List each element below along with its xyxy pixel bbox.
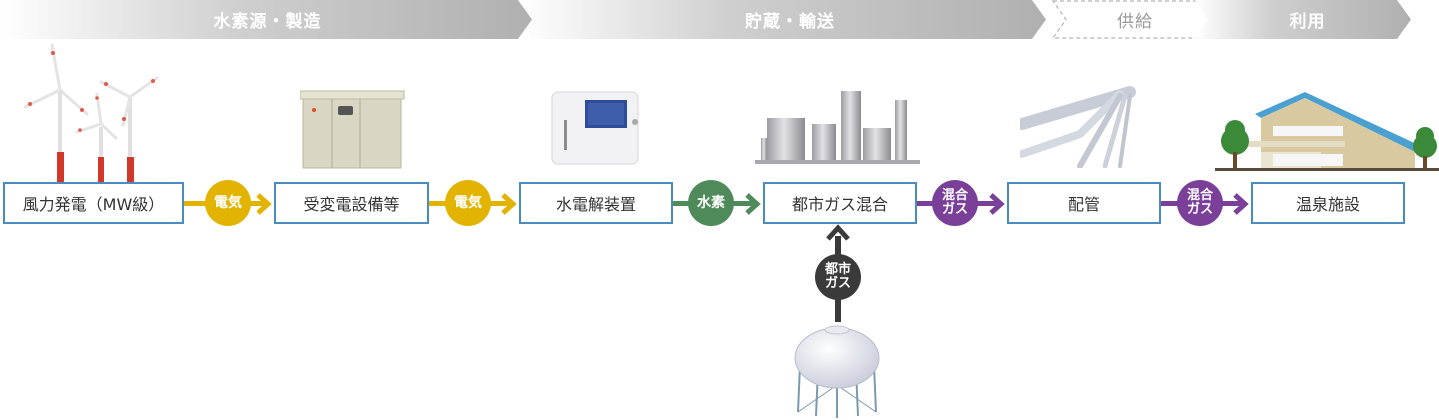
connector-badge-mixed-gas: 混合ガス bbox=[932, 180, 978, 226]
substation-cabinet-image bbox=[300, 90, 405, 169]
connector-badge-hydrogen: 水素 bbox=[688, 180, 734, 226]
stage-banner-shape bbox=[1195, 0, 1411, 39]
node-label: 温泉施設 bbox=[1295, 195, 1360, 214]
spherical-gas-holder-image bbox=[794, 325, 880, 418]
stage-hydrogen-source: 水素源・製造 bbox=[0, 0, 535, 39]
connector-badge-mixed-gas: 混合ガス bbox=[1177, 180, 1223, 226]
stage-label: 水素源・製造 bbox=[213, 12, 322, 32]
node-wind-power: 風力発電（MW級） bbox=[3, 182, 184, 224]
arrow-right-icon bbox=[989, 193, 1005, 215]
node-electrolyzer: 水電解装置 bbox=[519, 182, 673, 224]
pipes-image bbox=[1020, 86, 1136, 168]
node-hot-spring-facility: 温泉施設 bbox=[1251, 182, 1405, 224]
stage-storage-transport: 貯蔵・輸送 bbox=[520, 0, 1060, 39]
node-piping: 配管 bbox=[1007, 182, 1161, 224]
wind-turbines-image bbox=[23, 43, 159, 184]
stage-label: 利用 bbox=[1289, 12, 1326, 32]
connector-badge-electricity: 電気 bbox=[205, 180, 251, 226]
arrow-right-icon bbox=[745, 193, 761, 215]
stage-usage: 利用 bbox=[1195, 0, 1420, 39]
stage-label: 貯蔵・輸送 bbox=[745, 12, 835, 32]
connector-badge-electricity: 電気 bbox=[445, 180, 491, 226]
node-substation: 受変電設備等 bbox=[274, 182, 429, 224]
node-label: 都市ガス混合 bbox=[791, 195, 888, 214]
hot-spring-building-image bbox=[1215, 92, 1439, 171]
node-label: 配管 bbox=[1067, 195, 1100, 214]
stage-label: 供給 bbox=[1117, 12, 1153, 32]
node-city-gas-mixing: 都市ガス混合 bbox=[763, 182, 917, 224]
node-label: 風力発電（MW級） bbox=[22, 195, 165, 214]
node-label: 受変電設備等 bbox=[303, 195, 400, 214]
arrow-right-icon bbox=[1233, 193, 1249, 215]
arrow-right-icon bbox=[256, 193, 272, 215]
electrolyzer-image bbox=[551, 91, 639, 165]
connector-badge-city-gas: 都市ガス bbox=[815, 254, 861, 300]
node-label: 水電解装置 bbox=[555, 195, 636, 214]
arrow-up-icon bbox=[826, 224, 850, 241]
stage-banner-shape bbox=[520, 0, 1046, 39]
stage-banner-shape bbox=[0, 0, 532, 39]
arrow-right-icon bbox=[501, 193, 517, 215]
gas-tanks-image bbox=[755, 91, 920, 164]
